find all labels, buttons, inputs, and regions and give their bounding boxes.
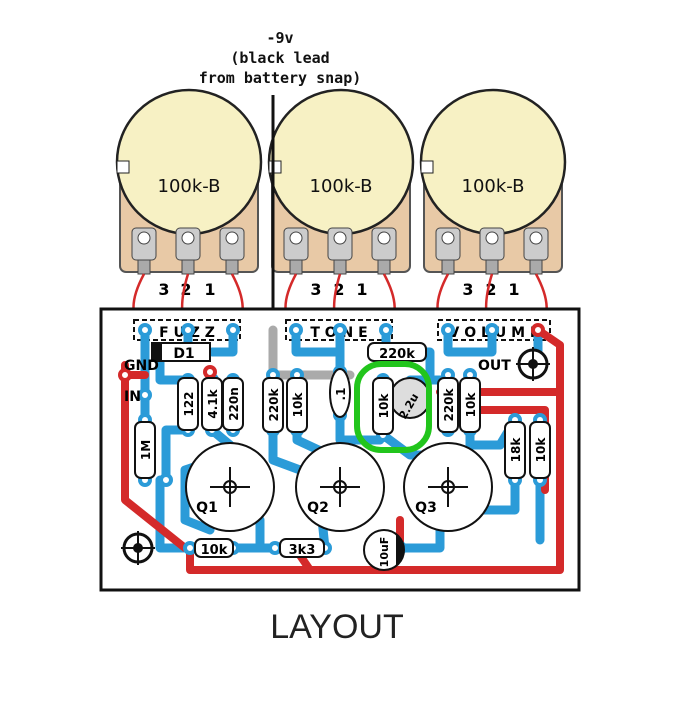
highlight-outline bbox=[354, 361, 432, 453]
battery-note-line1: -9v bbox=[266, 29, 294, 47]
pot-tab bbox=[116, 160, 130, 174]
pot-knob bbox=[267, 88, 415, 236]
diode-label: D1 bbox=[173, 346, 194, 362]
transistor-label: Q1 bbox=[196, 500, 218, 516]
pot-lugs bbox=[435, 227, 549, 275]
pot-tab bbox=[268, 160, 282, 174]
pot-pin-label: 2 bbox=[485, 280, 496, 299]
capacitor-10uf: 10uF bbox=[363, 529, 405, 571]
pot-label: 100k-B bbox=[310, 176, 373, 197]
pot-pin-label: 3 bbox=[158, 280, 169, 299]
pot-knob bbox=[115, 88, 263, 236]
vertical-resistors: 122 4.1k 220n 220k 10k 220k 10k 1M 18k 1… bbox=[134, 377, 551, 479]
transistor-q2: Q2 bbox=[295, 442, 385, 532]
pot-tone: 100k-B 3 2 1 bbox=[267, 88, 415, 299]
pot-pin-label: 1 bbox=[356, 280, 367, 299]
resistor-label: 10k bbox=[377, 393, 391, 419]
highlight-region: 2.2u 10k bbox=[354, 361, 432, 453]
resistor-label: 4.1k bbox=[206, 388, 220, 418]
resistor-label: 10k bbox=[201, 543, 228, 558]
battery-note: -9v (black lead from battery snap) bbox=[180, 28, 380, 88]
battery-note-line3: from battery snap) bbox=[198, 69, 362, 87]
resistor-label: 3k3 bbox=[289, 543, 316, 558]
pot-tab bbox=[420, 160, 434, 174]
resistor-label: 220n bbox=[227, 387, 241, 421]
mounting-hole-icon bbox=[516, 347, 550, 381]
transistor-q1: Q1 bbox=[185, 442, 275, 532]
battery-note-line2: (black lead bbox=[230, 49, 330, 67]
pot-label: 100k-B bbox=[158, 176, 221, 197]
pot-pin-label: 1 bbox=[508, 280, 519, 299]
resistor-label: 1M bbox=[139, 440, 153, 460]
resistor-label: 10k bbox=[464, 392, 478, 418]
out-label: OUT bbox=[478, 358, 511, 374]
resistor-label: 122 bbox=[182, 391, 196, 416]
mounting-hole-icon bbox=[121, 531, 155, 565]
bottom-resistors: 10k 3k3 bbox=[194, 538, 325, 558]
pot-lugs bbox=[131, 227, 245, 275]
capacitor-label: .1 bbox=[334, 388, 348, 401]
resistor-label: 220k bbox=[267, 387, 281, 421]
pot-pin-label: 1 bbox=[204, 280, 215, 299]
pot-lugs bbox=[283, 227, 397, 275]
transistor-label: Q3 bbox=[415, 500, 437, 516]
pot-pin-label: 2 bbox=[333, 280, 344, 299]
pot-label: 100k-B bbox=[462, 176, 525, 197]
layout-caption: LAYOUT bbox=[270, 608, 404, 646]
pot-volume: 100k-B 3 2 1 bbox=[419, 88, 567, 299]
capacitor-01: .1 bbox=[329, 368, 351, 418]
resistor-label: 10k bbox=[291, 392, 305, 418]
pot-pin-label: 2 bbox=[180, 280, 191, 299]
transistor-label: Q2 bbox=[307, 500, 329, 516]
pot-knob bbox=[419, 88, 567, 236]
in-label: IN bbox=[124, 389, 141, 405]
resistor-label: 220k bbox=[442, 387, 456, 421]
resistor-label: 10k bbox=[534, 437, 548, 463]
resistor-label: 220k bbox=[379, 347, 415, 362]
red-pads bbox=[118, 323, 545, 382]
pot-pin-label: 3 bbox=[310, 280, 321, 299]
pot-pin-label: 3 bbox=[462, 280, 473, 299]
pot-fuzz: 100k-B 3 2 1 bbox=[115, 88, 263, 299]
transistor-q3: Q3 bbox=[403, 442, 493, 532]
diode-d1: D1 bbox=[151, 342, 211, 362]
resistor-label: 18k bbox=[509, 437, 523, 463]
capacitor-label: 10uF bbox=[378, 537, 391, 568]
gnd-label: GND bbox=[124, 358, 159, 374]
tone-resistor: 220k bbox=[367, 342, 427, 362]
